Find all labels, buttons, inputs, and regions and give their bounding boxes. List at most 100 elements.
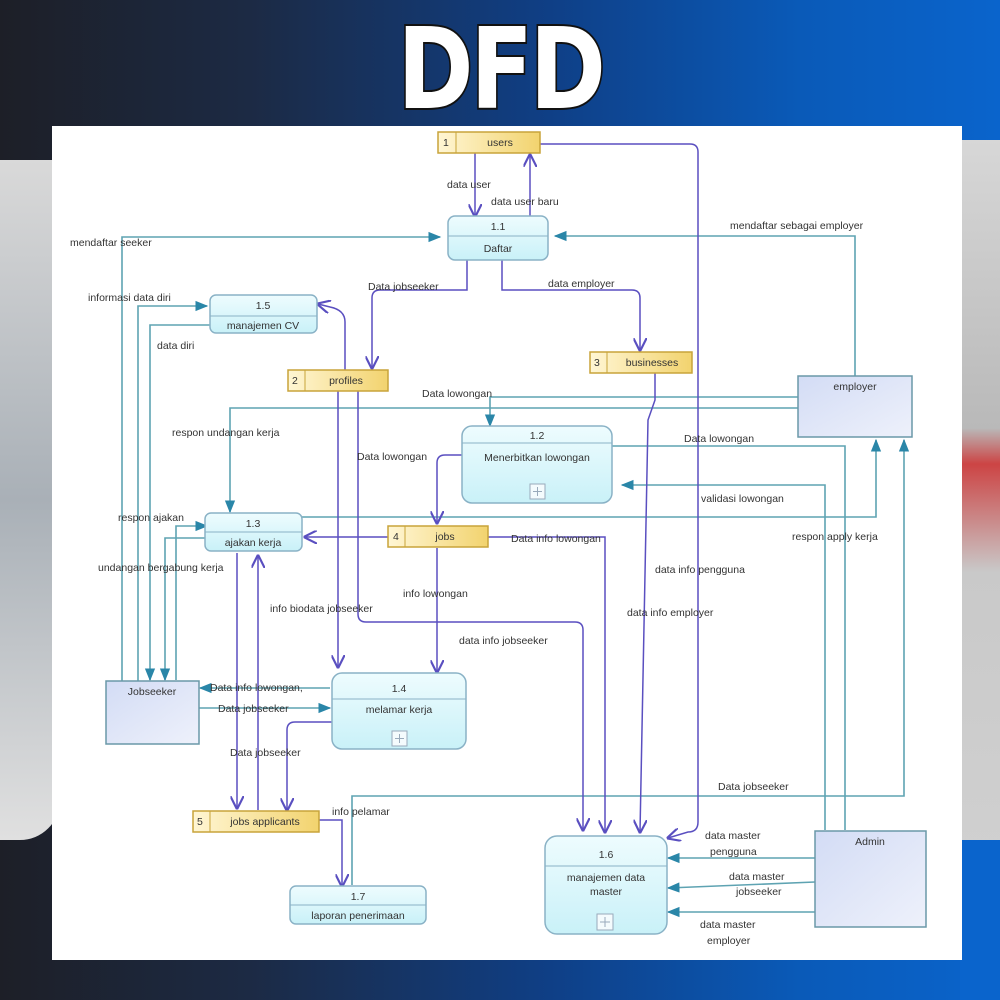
entity-admin[interactable]: Admin xyxy=(814,830,927,928)
flow-info-pelamar xyxy=(318,819,342,886)
title-text: DFD xyxy=(397,5,602,135)
flow-label: Data jobseeker xyxy=(230,747,301,759)
teal-flows xyxy=(121,230,910,918)
flow-label: undangan bergabung kerja xyxy=(98,562,224,574)
process-1-7[interactable]: 1.7 laporan penerimaan xyxy=(289,885,427,925)
flow-label: jobseeker xyxy=(735,886,782,898)
data-store-profiles[interactable]: 2 profiles xyxy=(287,369,389,392)
flow-label: mendaftar seeker xyxy=(70,237,152,249)
process-1-5[interactable]: 1.5 manajemen CV xyxy=(209,294,318,334)
flow-businesses-to-16 xyxy=(640,372,656,832)
flow-data-info-lowongan-16 xyxy=(488,536,605,832)
plus-icon xyxy=(533,487,542,496)
flow-label: data user xyxy=(447,179,491,191)
process-name: Menerbitkan lowongan xyxy=(484,452,590,464)
entity-employer[interactable]: employer xyxy=(797,375,913,438)
flow-respon-undangan xyxy=(224,407,798,514)
flow-data-jobseeker-profiles xyxy=(372,260,468,368)
flow-master-jobseeker xyxy=(666,881,816,893)
process-1-1[interactable]: 1.1 Daftar xyxy=(447,215,549,261)
process-name: laporan penerimaan xyxy=(311,910,405,922)
process-name: manajemen CV xyxy=(227,320,299,332)
entity-jobseeker[interactable]: Jobseeker xyxy=(105,680,200,745)
process-id: 1.3 xyxy=(246,518,261,530)
flow-label: data info employer xyxy=(627,607,714,619)
process-1-6[interactable]: 1.6 manajemen data master xyxy=(544,835,668,935)
flow-data-jobseeker-admin xyxy=(351,438,910,885)
dfd-diagram: 1 users 2 profiles 3 businesses 4 jobs 5… xyxy=(70,131,927,947)
data-store-businesses[interactable]: 3 businesses xyxy=(589,351,693,374)
flow-data-employer xyxy=(501,260,640,350)
flow-label: pengguna xyxy=(710,846,757,858)
plus-icon xyxy=(395,734,404,743)
flow-labels: data user data user baru mendaftar seeke… xyxy=(70,179,878,947)
store-name: users xyxy=(487,137,513,149)
process-1-2[interactable]: 1.2 Menerbitkan lowongan xyxy=(461,425,613,504)
process-name: melamar kerja xyxy=(366,704,433,716)
process-name: Daftar xyxy=(484,243,513,255)
flow-label: validasi lowongan xyxy=(701,493,784,505)
store-number: 5 xyxy=(197,816,203,828)
data-store-jobs[interactable]: 4 jobs xyxy=(387,525,489,548)
process-id: 1.1 xyxy=(491,221,506,233)
flow-label: data master xyxy=(705,830,761,842)
flow-validasi-lowongan xyxy=(620,479,826,830)
flow-profiles-to-15 xyxy=(318,304,346,372)
plus-icon xyxy=(600,917,610,927)
flow-label: data diri xyxy=(157,340,194,352)
process-id: 1.7 xyxy=(351,891,366,903)
process-name-line1: manajemen data xyxy=(567,872,645,884)
process-name: ajakan kerja xyxy=(225,537,282,549)
flow-undangan-bergabung xyxy=(159,537,207,682)
flow-mendaftar-seeker xyxy=(121,231,442,690)
flow-data-diri xyxy=(144,324,210,682)
flow-label: data info jobseeker xyxy=(459,635,548,647)
flow-label: Data info lowongan, xyxy=(210,682,303,694)
process-1-3[interactable]: 1.3 ajakan kerja xyxy=(204,512,303,552)
process-name-line2: master xyxy=(590,886,623,898)
flow-label: info pelamar xyxy=(332,806,390,818)
flow-label: respon ajakan xyxy=(118,512,184,524)
store-name: jobs xyxy=(434,531,454,543)
store-number: 4 xyxy=(393,531,399,543)
flow-label: respon apply kerja xyxy=(792,531,878,543)
flow-label: Data jobseeker xyxy=(718,781,789,793)
flow-informasi-data-diri xyxy=(137,300,209,690)
entity-name: Jobseeker xyxy=(128,686,177,698)
data-store-jobs-applicants[interactable]: 5 jobs applicants xyxy=(192,810,320,833)
flow-label: employer xyxy=(707,935,751,947)
data-store-users[interactable]: 1 users xyxy=(437,131,541,154)
flow-respon-apply xyxy=(300,438,882,518)
process-id: 1.5 xyxy=(256,300,271,312)
flow-label: data employer xyxy=(548,278,615,290)
background-decoration-left xyxy=(0,160,60,840)
flow-respon-ajakan xyxy=(175,520,209,680)
store-name: profiles xyxy=(329,375,363,387)
flow-profiles-to-16 xyxy=(357,388,583,830)
process-id: 1.6 xyxy=(599,849,614,861)
flow-mendaftar-employer xyxy=(553,230,856,378)
flow-data-jobseeker-to-apps xyxy=(287,721,332,810)
flow-label: data info pengguna xyxy=(655,564,745,576)
flow-users-to-16 xyxy=(540,143,699,838)
flow-label: mendaftar sebagai employer xyxy=(730,220,864,232)
background-decoration-right xyxy=(960,140,1000,860)
entity-name: Admin xyxy=(855,836,885,848)
store-number: 1 xyxy=(443,137,449,149)
store-number: 2 xyxy=(292,375,298,387)
flow-label: Data lowongan xyxy=(422,388,492,400)
process-1-4[interactable]: 1.4 melamar kerja xyxy=(331,672,467,750)
flow-label: Data info lowongan xyxy=(511,533,601,545)
process-id: 1.2 xyxy=(530,430,545,442)
store-name: jobs applicants xyxy=(229,816,299,828)
flow-label: data master xyxy=(729,871,785,883)
flow-label: informasi data diri xyxy=(88,292,171,304)
process-id: 1.4 xyxy=(392,683,407,695)
store-name: businesses xyxy=(626,357,679,369)
purple-flows xyxy=(237,143,699,886)
flow-label: data master xyxy=(700,919,756,931)
flow-label: respon undangan kerja xyxy=(172,427,280,439)
flow-data-lowongan-admin xyxy=(612,445,846,830)
flow-data-lowongan-to-jobs xyxy=(437,454,465,523)
page-title: DFD xyxy=(0,0,1000,137)
